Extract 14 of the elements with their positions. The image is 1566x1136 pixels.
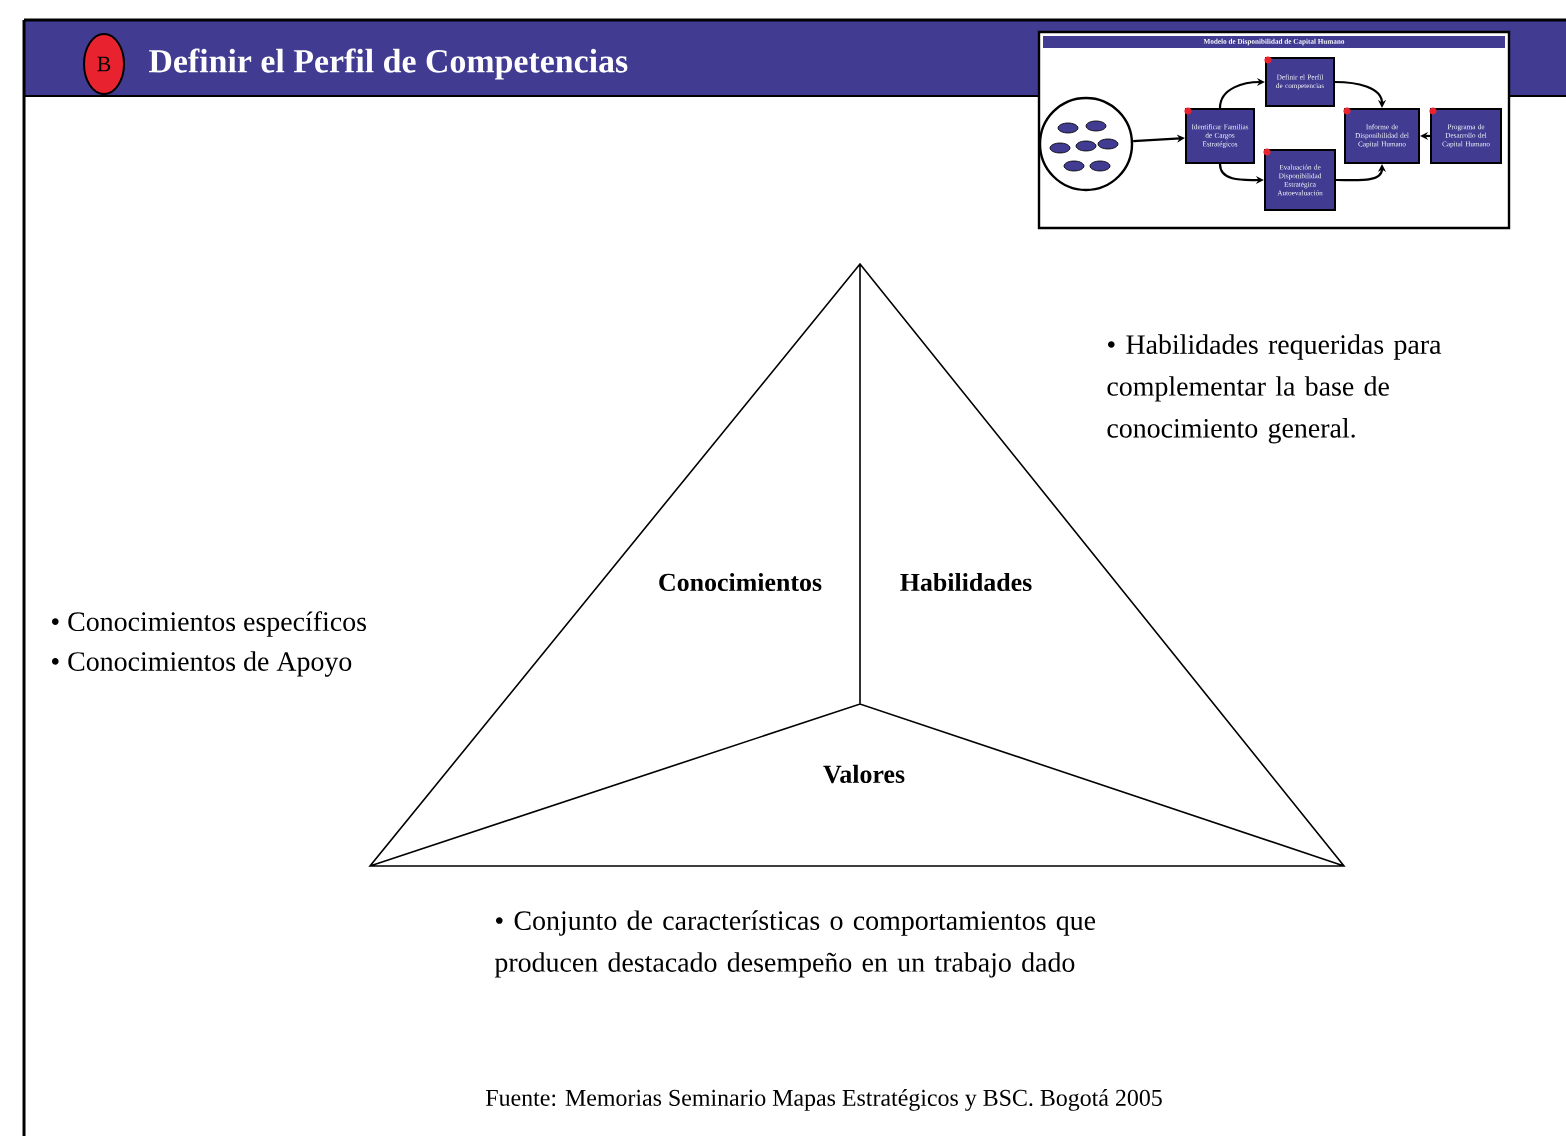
note: • Habilidades requeridas para complementar la base de conocimiento general.	[1107, 334, 1442, 444]
region-label: Habilidades	[900, 572, 1032, 592]
title: Definir el Perfil de Competencias	[149, 48, 628, 80]
arrow	[1218, 77, 1265, 109]
region-label: Conocimientos	[659, 572, 822, 592]
source-note: Fuente: Memorias Seminario Mapas Estratégicos y BSC. Bogotá 2005	[486, 1089, 1162, 1111]
group-circle-drawing	[1038, 96, 1134, 192]
note: • Conjunto de características o comportamientos que producen destacado desempeño en un trabajo dado	[494, 910, 1096, 978]
arrow	[1133, 134, 1185, 143]
arrow	[1334, 80, 1387, 108]
note: • Conocimientos de Apoyo	[52, 651, 352, 677]
badge: B	[83, 33, 125, 95]
note: • Conocimientos específicos	[52, 611, 366, 637]
region-label: Valores	[823, 764, 905, 784]
